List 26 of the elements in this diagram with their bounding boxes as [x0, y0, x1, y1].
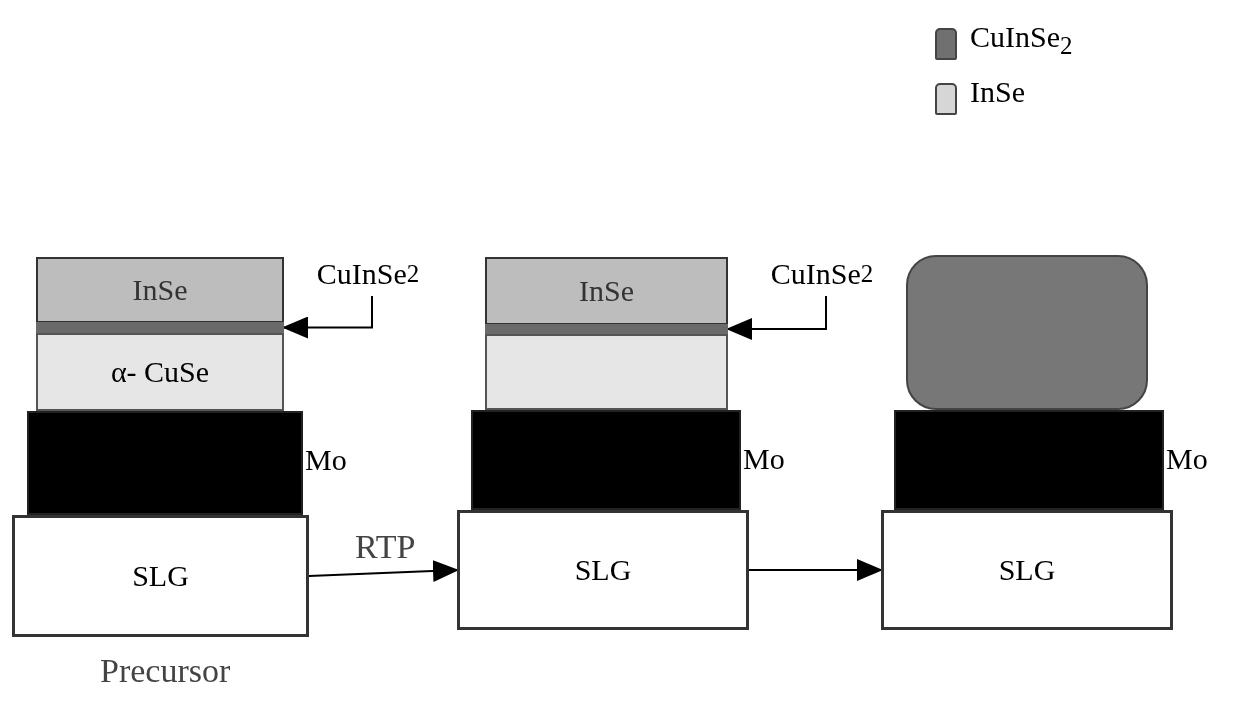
grown-layer: [906, 255, 1148, 410]
layer-label: Mo: [305, 443, 347, 477]
legend-label: CuInSe$_{2}$: [970, 20, 1073, 60]
film-layer: [485, 257, 728, 325]
substrate-block: [457, 510, 749, 630]
arrow: [282, 295, 373, 339]
layer-label: SLG: [132, 559, 189, 593]
layer-label: SLG: [998, 553, 1056, 587]
film-layer: [36, 333, 284, 411]
legend-label: InSe: [970, 75, 1025, 109]
layer-label: InSe: [579, 274, 634, 308]
substrate-block: [881, 510, 1173, 630]
thin-layer: [36, 322, 284, 333]
arrow: [748, 559, 883, 581]
layer-label: Mo: [743, 442, 785, 476]
layer-label: α- CuSe: [110, 355, 210, 389]
layer-label: Mo: [1166, 442, 1208, 476]
caption-text: Precursor: [100, 652, 231, 690]
substrate-block: [12, 515, 309, 637]
film-layer: [485, 334, 728, 410]
thin-layer: [485, 324, 728, 334]
arrow: [308, 560, 459, 582]
arrow: [726, 295, 827, 340]
layer-label: SLG: [574, 553, 632, 587]
layer-label: InSe: [132, 273, 188, 307]
film-layer: [36, 257, 284, 323]
